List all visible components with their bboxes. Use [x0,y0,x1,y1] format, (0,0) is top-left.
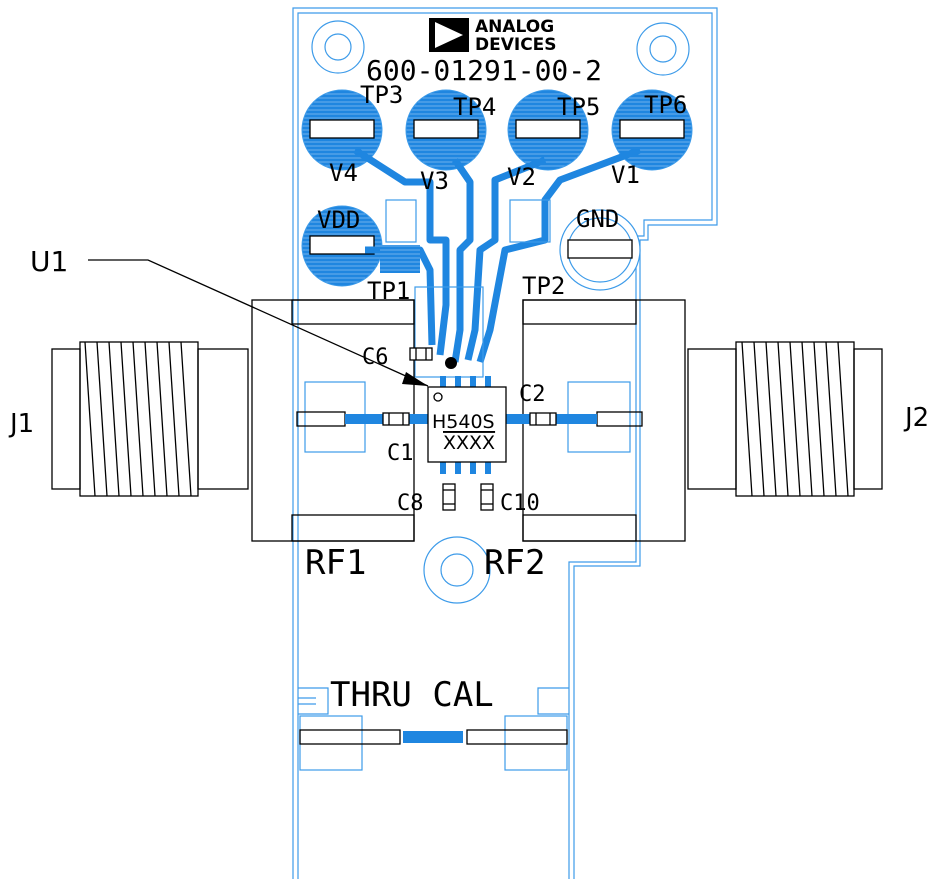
sma-connector-j2 [687,341,883,497]
label-j1: J1 [8,409,34,439]
label-c8: C8 [397,491,424,516]
mounting-holes [311,20,690,604]
label-tp2: TP2 [522,272,565,300]
label-tp6: TP6 [644,91,687,119]
label-gnd: GND [576,205,619,233]
label-tp5: TP5 [557,93,600,121]
label-c6: C6 [362,345,389,370]
u1-leader [88,259,429,387]
label-c1: C1 [387,441,414,466]
chip-marking-1: H540S [432,411,495,433]
label-rf2: RF2 [484,543,545,583]
label-c10: C10 [500,491,540,516]
board-part-number: 600-01291-00-2 [366,54,602,87]
ground-pour [380,199,551,378]
label-v4: V4 [329,159,358,187]
label-j2: J2 [903,403,929,433]
analog-devices-logo: ANALOG DEVICES [429,17,557,55]
label-v1: V1 [611,161,640,189]
label-v3: V3 [420,167,449,195]
label-vdd: VDD [317,206,360,234]
test-point-pads [301,89,693,291]
chip-marking-2: XXXX [443,432,495,454]
label-rf1: RF1 [305,543,366,583]
thru-cal-structure [298,687,569,771]
chip-u1: H540S XXXX [427,357,507,474]
label-c2: C2 [519,382,546,407]
label-u1: U1 [30,245,68,278]
pcb-outline [292,7,718,879]
label-tp4: TP4 [453,93,496,121]
brand-line2: DEVICES [475,35,557,55]
label-v2: V2 [507,163,536,191]
label-tp3: TP3 [360,81,403,109]
brand-line1: ANALOG [475,17,554,37]
capacitors [382,347,557,511]
label-tp1: TP1 [367,277,410,305]
dc-traces [353,146,642,364]
label-thru-cal: THRU CAL [330,675,494,715]
sma-connector-j1 [51,341,249,497]
